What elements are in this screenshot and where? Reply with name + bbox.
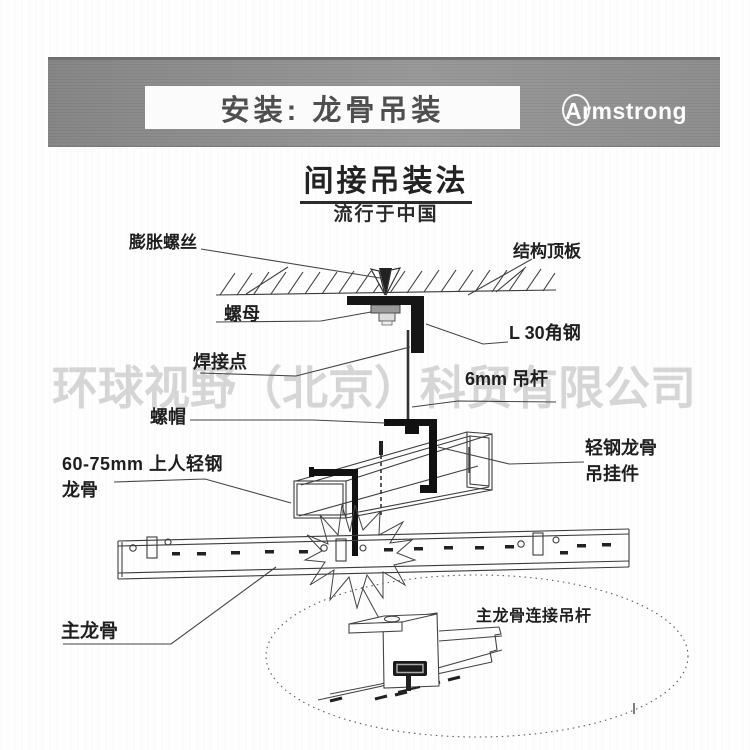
hanger-clip (309, 419, 437, 556)
watermark-text: 环球视野（北京）科贸有限公司 (52, 362, 696, 414)
leader-cap-nut (190, 419, 386, 424)
method-subtitle: 流行于中国 (333, 204, 439, 225)
label-hanger-clip-line2: 吊挂件 (585, 464, 639, 484)
rail-slot-dashes (172, 543, 611, 556)
method-title: 间接吊装法 (300, 156, 472, 204)
leader-nut (215, 311, 372, 323)
hanger-rod (379, 330, 437, 515)
label-angle-steel: L 30角钢 (509, 323, 581, 343)
label-expansion-bolt: 膨胀螺丝 (129, 233, 197, 252)
label-weld-point: 焊接点 (193, 352, 247, 372)
label-cap-nut: 螺帽 (150, 407, 186, 427)
label-channel-keel-line1: 60-75mm 上人轻钢 (62, 454, 224, 474)
starburst-highlight (303, 504, 417, 610)
ceiling-hatch (215, 266, 557, 296)
label-hanger-rod: 6mm 吊杆 (465, 369, 549, 389)
leader-hanger-rod (411, 400, 557, 408)
page-title: 安装: 龙骨吊装 (220, 94, 445, 127)
label-hanger-clip-line1: 轻钢龙骨 (585, 438, 657, 458)
leader-structural-deck (467, 258, 533, 296)
leader-hanger-clip (437, 446, 585, 465)
leader-lines (63, 248, 585, 645)
main-runner-rail (117, 528, 630, 580)
leader-weld-point (199, 346, 411, 377)
armstrong-logo: Armstrong (562, 94, 687, 128)
leader-angle-steel (425, 323, 509, 345)
label-channel-keel-line2: 龙骨 (62, 480, 98, 500)
leader-main-runner (63, 566, 277, 645)
label-nut: 螺母 (224, 304, 260, 324)
leader-channel-keel (113, 478, 292, 504)
expansion-anchor (369, 267, 402, 326)
header-banner: 安装: 龙骨吊装 Armstrong (48, 57, 720, 147)
leader-expansion-bolt (200, 248, 381, 279)
armstrong-logo-ring-icon (562, 94, 590, 126)
label-detail-caption: 主龙骨连接吊杆 (476, 608, 592, 625)
header-title-box: 安装: 龙骨吊装 (145, 86, 520, 129)
label-main-runner: 主龙骨 (61, 621, 119, 642)
label-structural-deck: 结构顶板 (513, 242, 581, 261)
detail-ellipse (265, 574, 689, 738)
angle-steel (347, 296, 424, 353)
detail-bracket (317, 612, 503, 703)
